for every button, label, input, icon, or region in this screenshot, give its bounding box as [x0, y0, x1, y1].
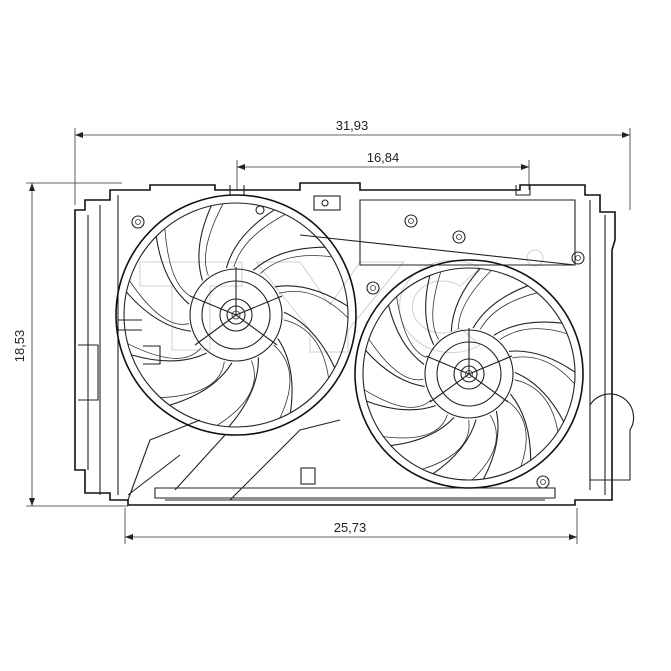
fan-blade	[155, 236, 190, 305]
fan-blade	[387, 304, 425, 365]
fan-blade	[169, 362, 233, 406]
fan-blade-edge	[514, 379, 559, 432]
fan-blade-edge	[368, 338, 424, 381]
fan-blade	[225, 209, 275, 269]
fan-left-blades	[125, 203, 349, 428]
fan-blade-edge	[479, 292, 538, 330]
fan-blade	[493, 321, 563, 336]
fan-blade-edge	[457, 270, 492, 330]
dimension-base-width	[124, 508, 578, 544]
fan-blade-edge	[283, 319, 329, 379]
fan-blade-edge	[396, 296, 427, 358]
fan-blade-edge	[127, 343, 202, 359]
fan-blade	[125, 291, 191, 332]
fan-left	[115, 194, 357, 436]
fan-blade	[472, 285, 528, 329]
mounting-bosses	[131, 199, 585, 489]
fan-blade	[425, 275, 435, 345]
fan-blade	[366, 400, 436, 411]
fan-blade	[509, 393, 532, 461]
fan-blade-edge	[160, 361, 225, 399]
dimension-overall-height	[26, 182, 128, 507]
fan-blade	[450, 268, 481, 332]
fan-blade-edge	[233, 214, 286, 268]
fan-blade-edge	[205, 203, 224, 276]
fan-blade-edge	[363, 389, 432, 408]
dimension-overall-height-label: 18,53	[12, 330, 27, 363]
fan-blade-edge	[278, 290, 349, 319]
fan-blade-edge	[512, 356, 575, 385]
fan-blade	[277, 338, 293, 413]
fan-blade-edge	[471, 414, 497, 481]
fan-blade-edge	[273, 344, 291, 419]
fan-blade	[483, 410, 499, 480]
fan-blade-edge	[260, 255, 332, 274]
fan-blade-edge	[164, 228, 192, 298]
fan-right-blades	[363, 268, 576, 481]
fan-blade-edge	[432, 271, 442, 340]
fan-blade	[390, 417, 455, 447]
fan-blade	[253, 246, 326, 271]
dimension-base-width-label: 25,73	[334, 520, 367, 535]
fan-blade	[274, 285, 348, 307]
fan-blade-edge	[506, 400, 527, 467]
fan-blade	[432, 419, 477, 475]
fan-blade	[514, 371, 565, 422]
fan-blade	[198, 205, 212, 281]
fan-blade-edge	[129, 280, 189, 325]
fan-blade-edge	[422, 419, 470, 470]
shroud-frame	[74, 182, 635, 506]
fan-blade-edge	[216, 360, 255, 426]
fan-blade	[131, 352, 207, 362]
fan-blade-edge	[499, 328, 568, 341]
fan-blade	[283, 311, 336, 369]
dimension-fan-spacing-label: 16,84	[367, 150, 400, 165]
support-struts	[127, 234, 576, 501]
fan-blade	[508, 350, 576, 373]
dimension-overall-width	[74, 128, 631, 210]
fan-blade	[228, 357, 259, 428]
fan-blade-edge	[383, 414, 448, 439]
fan-blade	[365, 350, 425, 388]
fan-right	[354, 259, 584, 489]
dimension-overall-width-label: 31,93	[336, 118, 369, 133]
